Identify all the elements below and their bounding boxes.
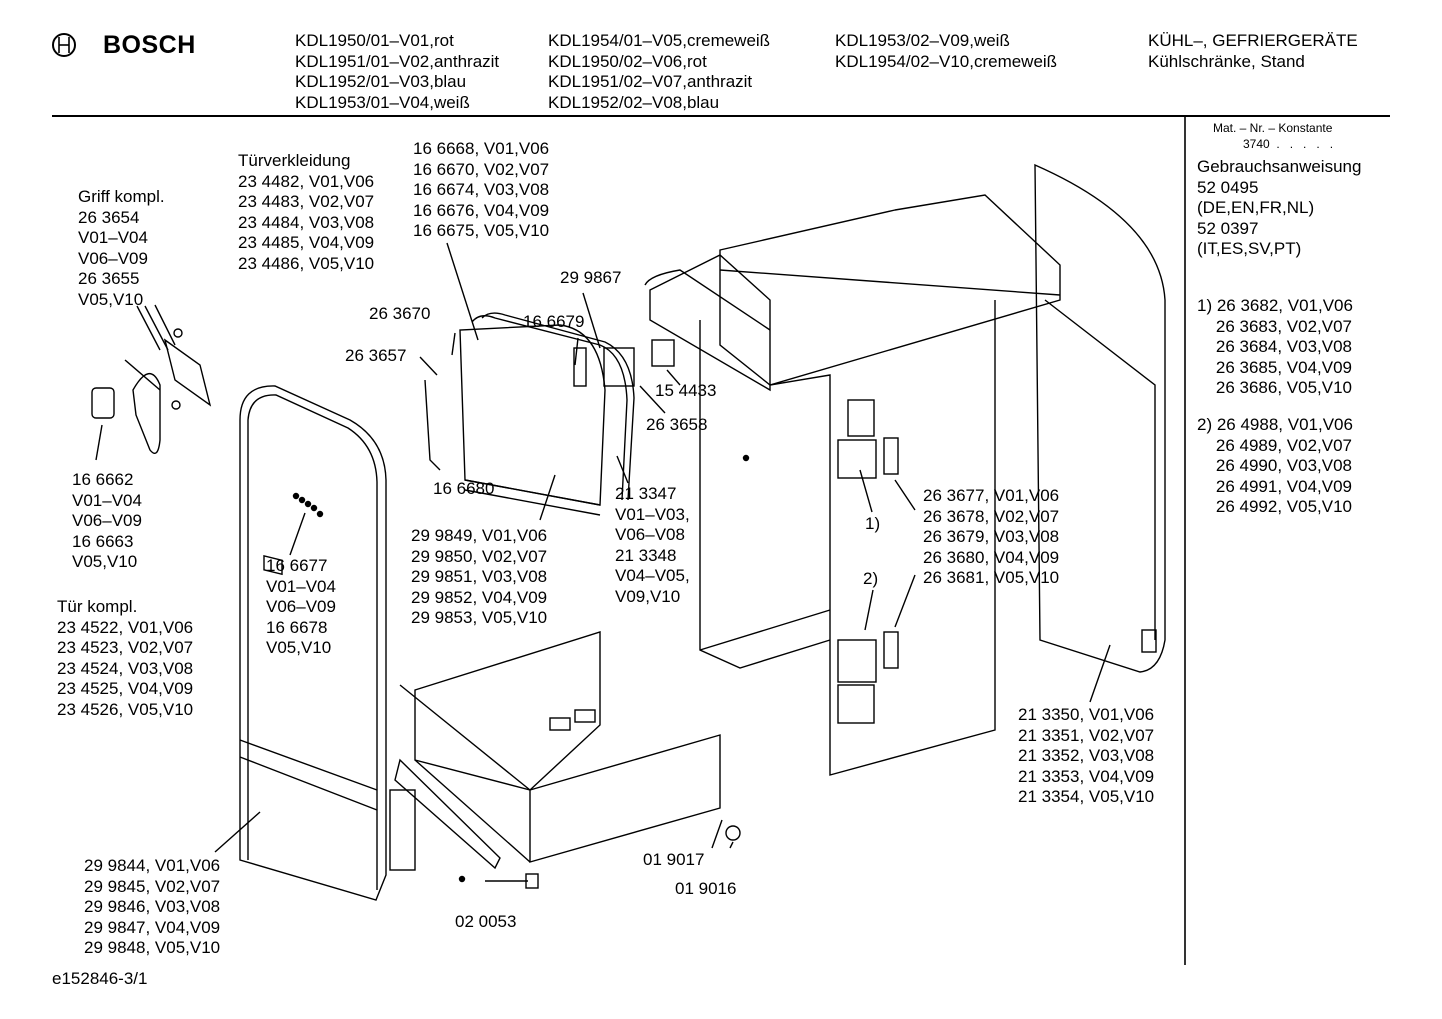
label-hinges: 26 3677, V01,V06 26 3678, V02,V07 26 367… [923, 486, 1060, 588]
handle-drawing [91, 328, 212, 454]
leader-lines [95, 242, 1111, 882]
label-166680: 16 6680 [433, 479, 495, 498]
label-166668: 16 6668, V01,V06 16 6670, V02,V07 16 667… [413, 139, 550, 241]
label-020053: 02 0053 [455, 912, 517, 931]
label-166662: 16 6662 V01–V04 V06–V09 16 6663 V05,V10 [72, 470, 142, 572]
drawer-drawing [394, 454, 750, 889]
mat-value: 3740 . . . . . [1243, 137, 1334, 151]
bosch-logo-icon [52, 33, 76, 57]
label-166677: 16 6677 V01–V04 V06–V09 16 6678 V05,V10 [266, 556, 336, 658]
label-tuer-kompl: Tür kompl. 23 4522, V01,V06 23 4523, V02… [57, 597, 194, 719]
label-213350: 21 3350, V01,V06 21 3351, V02,V07 21 335… [1018, 705, 1155, 807]
cabinet-drawing [644, 194, 1061, 776]
models-column-3: KDL1953/02–V09,weiß KDL1954/02–V10,creme… [835, 31, 1058, 71]
label-griff: Griff kompl. 26 3654 V01–V04 V06–V09 26 … [78, 187, 165, 309]
label-154433: 15 4433 [655, 381, 717, 400]
label-263670: 26 3670 [369, 304, 431, 323]
diagram-code: e152846-3/1 [52, 969, 148, 988]
brand-name: BOSCH [103, 31, 196, 59]
door-liner-drawing [424, 312, 635, 516]
manual-info: Gebrauchsanweisung 52 0495 (DE,EN,FR,NL)… [1197, 157, 1362, 259]
back-panel-drawing [1034, 163, 1166, 673]
models-column-1: KDL1950/01–V01,rot KDL1951/01–V02,anthra… [295, 31, 500, 112]
note-1: 1) 26 3682, V01,V06 26 3683, V02,V07 26 … [1197, 296, 1353, 398]
label-263658: 26 3658 [646, 415, 708, 434]
label-mark-2: 2) [863, 569, 879, 588]
models-column-2: KDL1954/01–V05,cremeweiß KDL1950/02–V06,… [548, 31, 771, 112]
label-019017: 01 9017 [643, 850, 705, 869]
label-299844: 29 9844, V01,V06 29 9845, V02,V07 29 984… [84, 856, 221, 958]
label-mark-1: 1) [865, 514, 881, 533]
label-166679: 16 6679 [523, 312, 585, 331]
label-299849: 29 9849, V01,V06 29 9850, V02,V07 29 985… [411, 526, 548, 628]
label-019016: 01 9016 [675, 879, 737, 898]
category-title: KÜHL–, GEFRIERGERÄTE Kühlschränke, Stand [1148, 31, 1358, 71]
label-299867: 29 9867 [560, 268, 622, 287]
small-parts-drawing [573, 339, 675, 387]
note-2: 2) 26 4988, V01,V06 26 4989, V02,V07 26 … [1197, 415, 1353, 517]
label-213347: 21 3347 V01–V03, V06–V08 21 3348 V04–V05… [615, 484, 690, 606]
label-tuerverkleidung: Türverkleidung 23 4482, V01,V06 23 4483,… [238, 151, 375, 273]
door-drawing [239, 385, 416, 901]
mat-label: Mat. – Nr. – Konstante [1213, 121, 1333, 135]
label-263657: 26 3657 [345, 346, 407, 365]
